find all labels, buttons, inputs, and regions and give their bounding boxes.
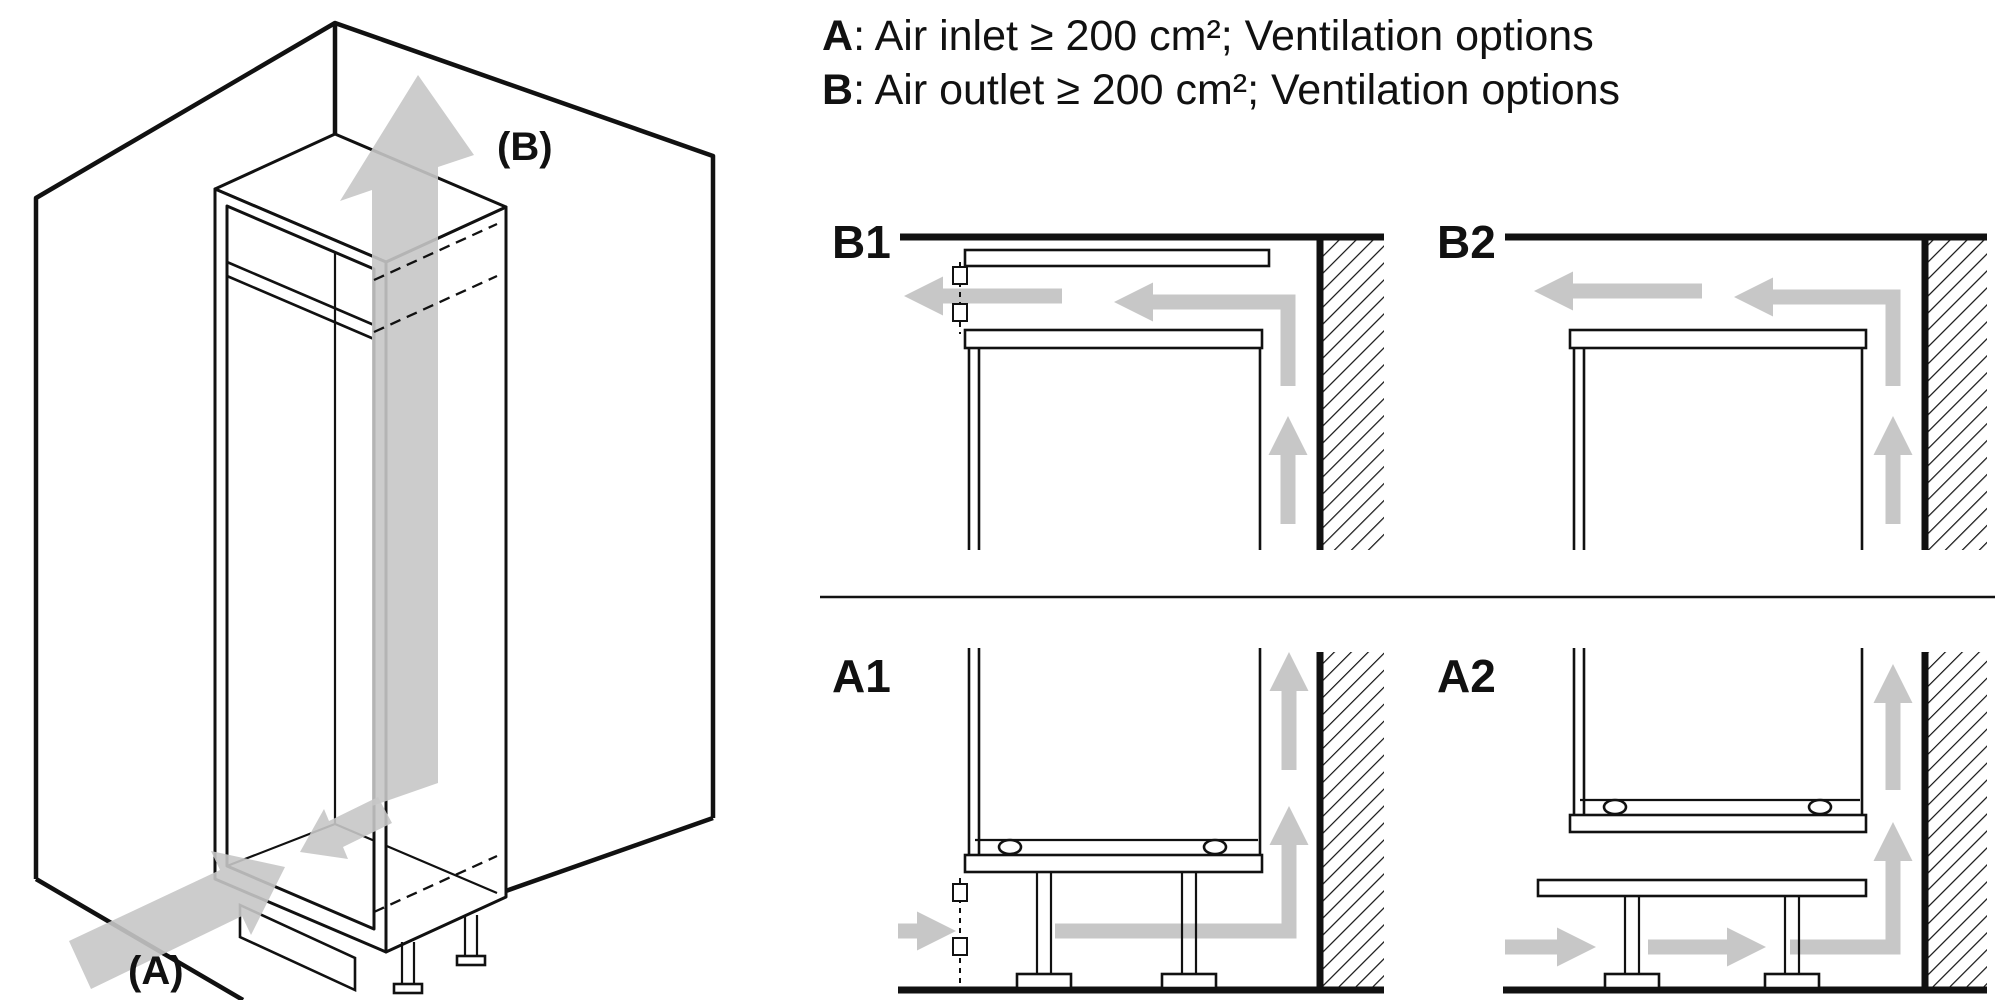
room-corner-walls [33,20,716,1000]
b1-bend-arrow [1114,282,1296,386]
legend-line-a: A: Air inlet ≥ 200 cm²; Ventilation opti… [822,12,1594,60]
b2-airflow-arrows [1534,271,1913,524]
a1-cabinet-bottom [963,853,1264,874]
adjustable-feet [392,915,487,995]
legend: A: Air inlet ≥ 200 cm²; Ventilation opti… [822,12,1620,114]
niche-interior [227,206,374,929]
b2-cabinet-top [1568,328,1868,350]
a2-plinth-panel [1536,878,1868,898]
inlet-airflow-arrow [69,851,285,989]
a2-legs [1603,896,1821,990]
panel-b1-label: B1 [832,216,891,268]
legend-line-b: B: Air outlet ≥ 200 cm²; Ventilation opt… [822,66,1620,114]
panel-a1-label: A1 [832,650,891,702]
a1-spacer-top [952,883,968,902]
b1-wall-hatch [1320,234,1384,550]
a2-wall-hatch [1925,652,1987,990]
panel-a2: A2 [1437,648,1987,994]
a1-appliance-foot-right [1202,838,1228,856]
b1-top-panel [963,248,1271,268]
a1-bend-arrow [1055,806,1309,939]
a2-appliance-foot-right [1807,798,1833,816]
corner-installation-drawing: (B) (A) [33,20,716,1000]
panel-a1: A1 [832,648,1384,994]
a1-legs [1015,872,1218,990]
b2-bend-arrow [1734,277,1901,386]
legend-key-a: A [822,12,853,60]
outlet-label: (B) [497,125,553,169]
a1-spacer-bottom [952,937,968,956]
compartment-shelf [226,260,375,341]
b1-cabinet-sides [967,348,1262,550]
a2-appliance-foot-left [1602,798,1628,816]
panel-a2-label: A2 [1437,650,1496,702]
inlet-label: (A) [128,949,184,993]
a1-wall-hatch [1320,652,1384,990]
a2-cabinet-sides [1572,648,1864,815]
a1-appliance-foot-left [997,838,1023,856]
a2-cabinet-bottom [1568,813,1868,834]
a2-airflow-arrows [1505,664,1913,967]
panel-b1: B1 [832,216,1384,550]
outlet-airflow-arrow [340,75,474,806]
a2-bend-arrow [1790,822,1913,955]
b1-spacer-top [952,266,968,285]
plinth-panel [238,902,357,993]
b2-wall-hatch [1925,234,1987,550]
legend-key-b: B [822,66,853,114]
legend-text-a: : Air inlet ≥ 200 cm²; Ventilation optio… [853,12,1594,60]
panel-b2-label: B2 [1437,216,1496,268]
panel-b2: B2 [1437,216,1987,550]
b2-cabinet-sides [1572,348,1864,550]
plinth-airflow-arrow [300,797,392,859]
a1-airflow-arrows [898,652,1309,951]
legend-text-b: : Air outlet ≥ 200 cm²; Ventilation opti… [853,66,1620,114]
hidden-edges-dashed [373,222,498,914]
b1-spacer-bottom [952,303,968,322]
b1-cabinet-top [963,328,1264,350]
a1-cabinet-sides [967,648,1262,855]
